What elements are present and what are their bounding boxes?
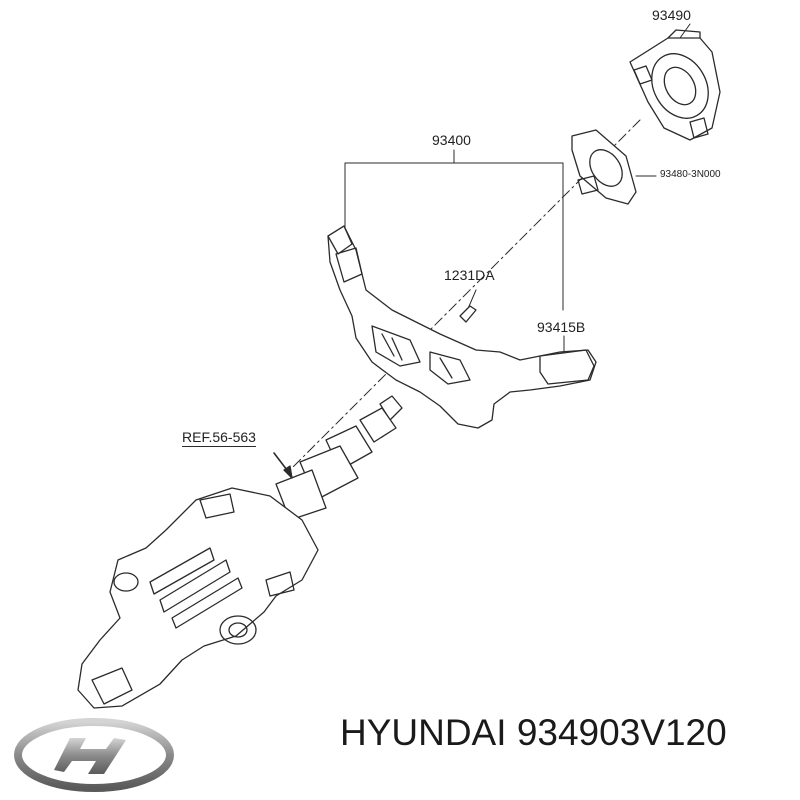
- switch-assembly-bracket: [344, 149, 564, 311]
- steering-shaft-part: [273, 395, 403, 521]
- part-caption: HYUNDAI 934903V120: [340, 712, 727, 754]
- part-number: 934903V120: [516, 712, 727, 753]
- callout-angle-sensor: 93480-3N000: [660, 169, 721, 180]
- callout-clock-spring: 93490: [652, 7, 691, 23]
- callout-wiper-switch: 93415B: [537, 319, 586, 335]
- screw-part: [459, 289, 477, 323]
- multifunction-switch-part: [327, 225, 597, 429]
- hyundai-logo: [14, 718, 174, 792]
- callout-switch-assembly: 93400: [432, 132, 471, 148]
- clock-spring-part: [629, 23, 721, 141]
- center-axis-line: [289, 119, 641, 471]
- brand-name: HYUNDAI: [340, 712, 507, 753]
- callout-screw: 1231DA: [444, 267, 495, 283]
- steering-column-body: [77, 487, 319, 709]
- angle-sensor-part: [571, 129, 657, 205]
- callout-column-ref: REF.56-563: [182, 429, 256, 447]
